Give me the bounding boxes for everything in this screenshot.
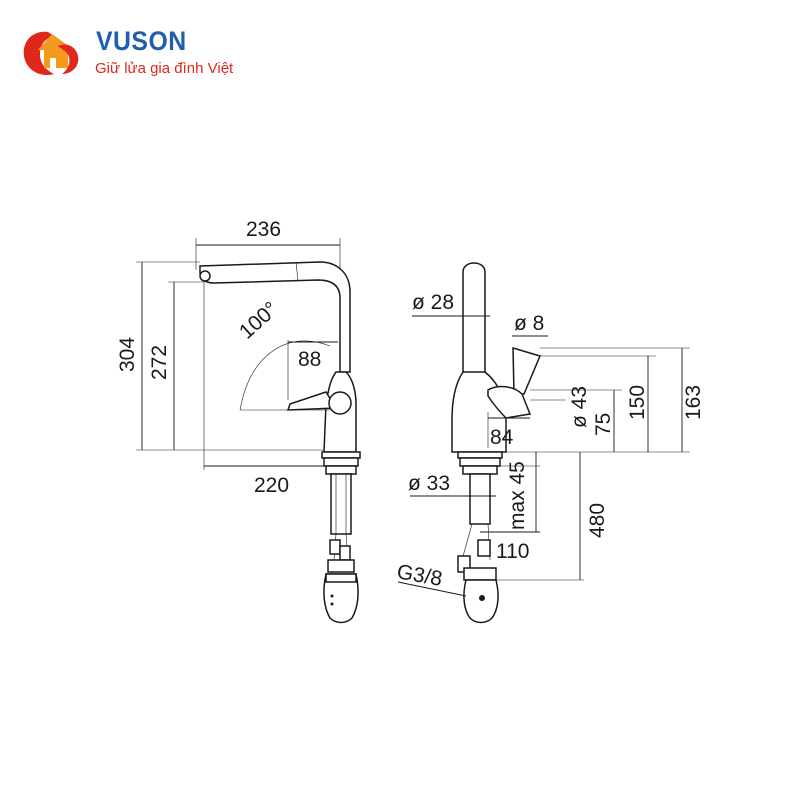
front-base-ring-2 <box>459 457 501 467</box>
dim-d33: ø 33 <box>408 472 450 495</box>
side-hose-nut <box>327 559 355 573</box>
dim-480: 480 <box>586 503 609 538</box>
dim-angle-100: 100° <box>235 298 283 344</box>
side-hose-fitting <box>339 545 351 561</box>
front-handle-base <box>487 385 532 419</box>
side-handle-cap <box>328 391 352 415</box>
front-hose-fitting <box>477 539 491 557</box>
brand-name: VUSON <box>96 26 187 56</box>
front-handle-lever <box>512 346 542 395</box>
dim-84: 84 <box>490 426 514 449</box>
dim-g38: G3/8 <box>395 560 444 591</box>
front-weight-dot <box>479 595 485 601</box>
front-base-ring-1 <box>457 451 503 459</box>
side-weight-dot <box>330 594 334 598</box>
side-spout-joint <box>295 261 299 282</box>
dim-272: 272 <box>148 345 171 380</box>
dim-max45: max 45 <box>506 461 529 530</box>
dim-110: 110 <box>496 540 529 563</box>
side-weight-clip <box>325 573 357 583</box>
brand-tagline: Giữ lửa gia đình Việt <box>95 60 234 77</box>
vuson-logo-icon <box>23 31 79 76</box>
front-hose-nut <box>463 567 497 581</box>
dim-150: 150 <box>626 385 649 420</box>
dim-d28: ø 28 <box>412 291 454 314</box>
dim-236: 236 <box>246 218 281 241</box>
dim-220: 220 <box>254 474 289 497</box>
front-weight <box>463 579 499 624</box>
side-hose-fitting <box>329 539 341 555</box>
front-shank <box>469 473 491 525</box>
side-aerator <box>199 270 211 282</box>
front-view: ø 28 ø 8 ø 43 75 150 163 84 max 45 ø 33 <box>395 262 705 624</box>
dim-line-g38 <box>397 581 467 597</box>
side-base-ring-1 <box>321 451 361 459</box>
side-weight <box>323 573 359 624</box>
dim-163: 163 <box>682 385 705 420</box>
side-base-ring-3 <box>325 465 357 475</box>
dim-d43: ø 43 <box>568 386 591 428</box>
side-weight-dot <box>330 602 334 606</box>
dim-88: 88 <box>298 348 321 371</box>
front-spout <box>462 262 486 379</box>
brand-logo: VUSON Giữ lửa gia đình Việt <box>18 24 278 84</box>
side-base-ring-2 <box>323 457 359 467</box>
front-base-ring-3 <box>462 465 498 475</box>
dim-304: 304 <box>116 337 139 372</box>
side-view: 236 304 272 100° 88 220 <box>116 218 361 624</box>
dim-d8: ø 8 <box>514 312 544 335</box>
side-shank <box>330 473 352 535</box>
dim-75: 75 <box>592 413 615 436</box>
